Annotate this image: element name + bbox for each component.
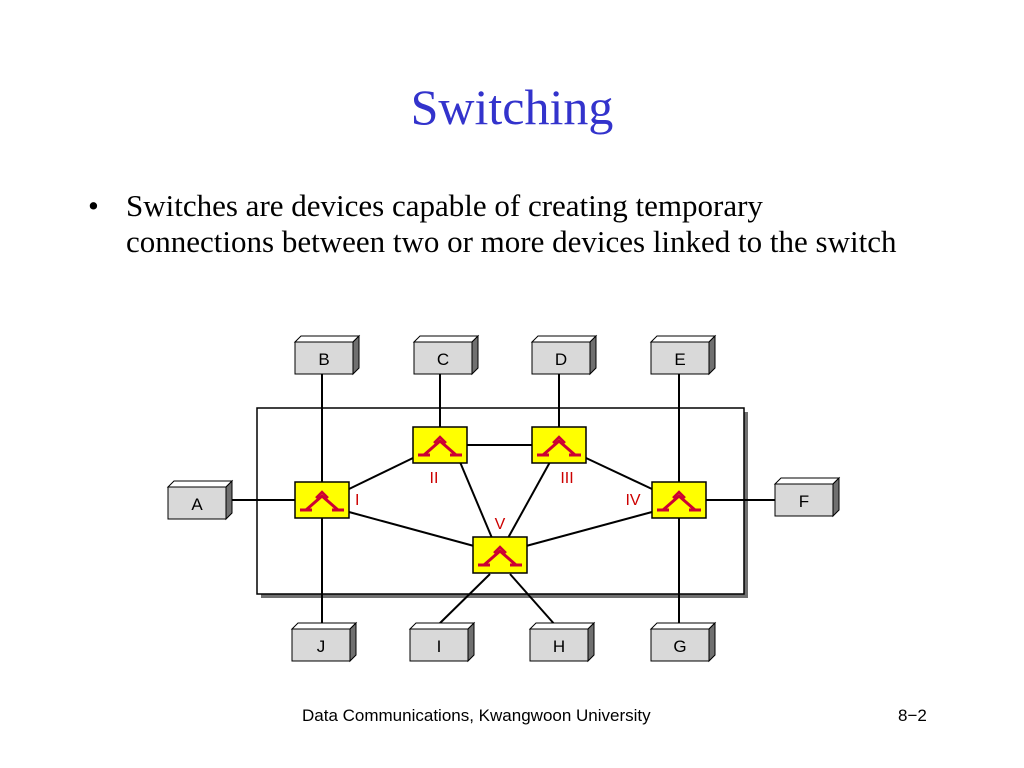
link-IV-V — [525, 511, 653, 547]
switch-label-I: I — [355, 492, 359, 509]
device-H: H — [528, 621, 596, 663]
device-A: A — [166, 479, 234, 521]
switch-label-II: II — [430, 470, 439, 487]
link-I-II — [348, 457, 414, 490]
footer-page-number: 8−2 — [898, 706, 927, 725]
link-V-I-device — [436, 573, 491, 627]
device-F: F — [773, 476, 841, 518]
switch-II — [412, 426, 468, 464]
slide-title: Switching — [410, 79, 614, 135]
device-label-F: F — [799, 492, 809, 511]
switch-III — [531, 426, 587, 464]
device-label-I: I — [437, 637, 442, 656]
device-G: G — [649, 621, 717, 663]
device-I: I — [408, 621, 476, 663]
device-D: D — [530, 334, 598, 376]
switch-I — [294, 481, 350, 519]
device-label-E: E — [674, 350, 685, 369]
footer-source: Data Communications, Kwangwoon Universit… — [302, 706, 651, 725]
switch-label-IV: IV — [625, 492, 640, 509]
link-V-H — [509, 573, 557, 627]
device-label-B: B — [318, 350, 329, 369]
switch-label-V: V — [495, 516, 506, 533]
device-B: B — [293, 334, 361, 376]
switch-label-III: III — [560, 470, 573, 487]
device-C: C — [412, 334, 480, 376]
device-label-J: J — [317, 637, 326, 656]
device-label-A: A — [191, 495, 203, 514]
device-label-H: H — [553, 637, 565, 656]
link-III-V — [507, 461, 551, 539]
link-I-V — [348, 511, 475, 547]
bullet-item: • Switches are devices capable of creati… — [88, 188, 908, 260]
switch-IV — [651, 481, 707, 519]
device-E: E — [649, 334, 717, 376]
device-J: J — [290, 621, 358, 663]
device-label-G: G — [673, 637, 686, 656]
connection-lines — [226, 374, 775, 627]
device-label-D: D — [555, 350, 567, 369]
device-label-C: C — [437, 350, 449, 369]
bullet-dot: • — [88, 188, 99, 223]
link-II-V — [459, 461, 493, 539]
bullet-text: Switches are devices capable of creating… — [126, 188, 897, 259]
link-III-IV — [585, 457, 653, 490]
switch-V — [472, 536, 528, 574]
